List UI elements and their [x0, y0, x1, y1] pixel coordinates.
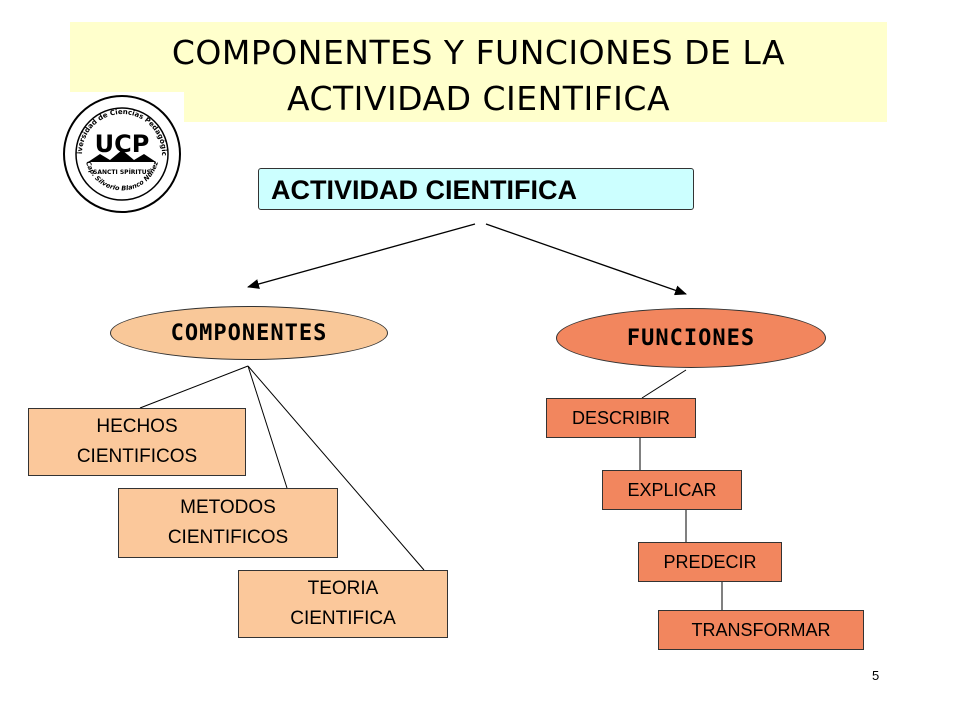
title-line-2: ACTIVIDAD CIENTIFICA — [286, 79, 671, 118]
line-to-metodos — [247, 365, 288, 489]
component-metodos-cientificos: METODOS CIENTIFICOS — [118, 488, 338, 558]
function-transformar-label: TRANSFORMAR — [691, 620, 831, 640]
function-predecir: PREDECIR — [638, 542, 782, 582]
function-explicar: EXPLICAR — [602, 470, 742, 510]
page-number: 5 — [872, 668, 880, 683]
seal-graphic: Universidad de Ciencias Pedagógicas Cap.… — [60, 92, 181, 213]
arrow-to-components — [247, 223, 476, 289]
root-node-actividad-cientifica: ACTIVIDAD CIENTIFICA — [258, 168, 694, 210]
function-explicar-label: EXPLICAR — [627, 480, 717, 500]
page-title: COMPONENTES Y FUNCIONES DE LA ACTIVIDAD … — [70, 30, 887, 122]
functions-label: FUNCIONES — [626, 325, 756, 351]
arrow-to-funciones — [485, 223, 687, 296]
function-describir: DESCRIBIR — [546, 398, 696, 438]
components-label: COMPONENTES — [170, 320, 328, 346]
function-predecir-label: PREDECIR — [663, 552, 757, 572]
functions-node: FUNCIONES — [556, 308, 826, 368]
component-metodos-line1: METODOS — [180, 497, 276, 518]
function-transformar: TRANSFORMAR — [658, 610, 864, 650]
university-seal-logo: Universidad de Ciencias Pedagógicas Cap.… — [60, 92, 184, 216]
component-hechos-line2: CIENTIFICOS — [76, 446, 198, 467]
component-teoria-line1: TEORIA — [307, 578, 379, 599]
svg-text:SANCTI SPÍRITUS: SANCTI SPÍRITUS — [93, 168, 151, 176]
line-to-describir — [641, 369, 687, 399]
component-hechos-cientificos: HECHOS CIENTIFICOS — [28, 408, 246, 476]
components-node: COMPONENTES — [110, 306, 388, 360]
title-banner — [70, 22, 887, 122]
root-node-label: ACTIVIDAD CIENTIFICA — [271, 175, 577, 205]
title-line-1: COMPONENTES Y FUNCIONES DE LA — [171, 33, 786, 72]
line-to-teoria — [247, 365, 425, 571]
component-hechos-line1: HECHOS — [96, 416, 178, 437]
line-to-hechos — [139, 365, 249, 409]
component-teoria-cientifica: TEORIA CIENTIFICA — [238, 570, 448, 638]
function-describir-label: DESCRIBIR — [571, 408, 670, 428]
component-metodos-line2: CIENTIFICOS — [167, 527, 289, 548]
component-teoria-line2: CIENTIFICA — [290, 608, 396, 629]
